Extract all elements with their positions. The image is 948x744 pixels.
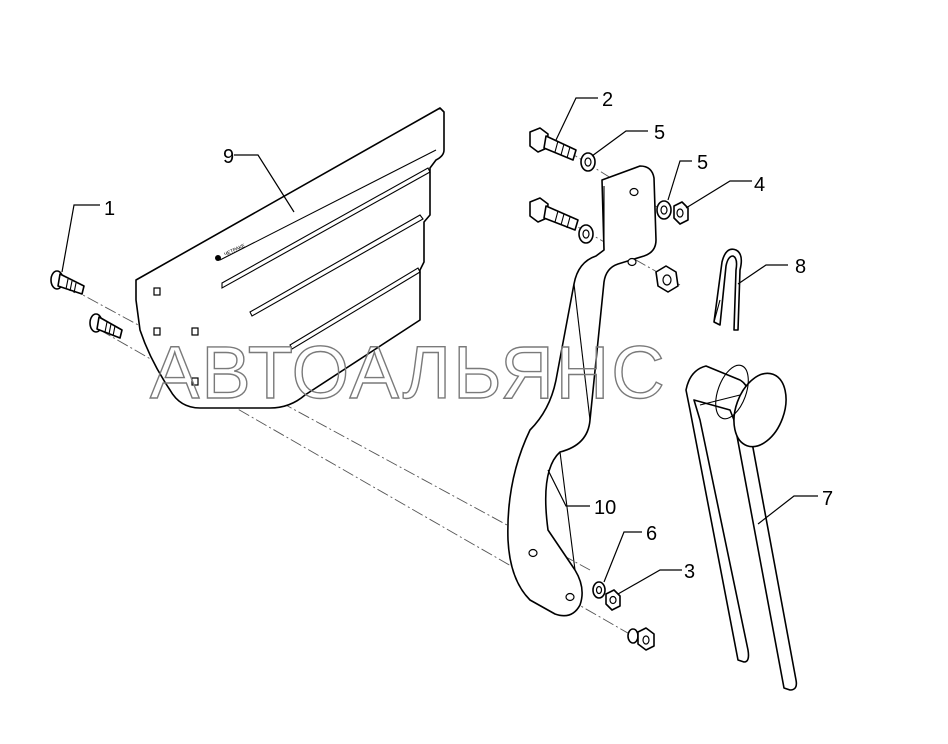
washer-upper — [580, 152, 596, 172]
callout-3: 3 — [684, 561, 695, 583]
nut-middle-right — [655, 265, 679, 293]
washer-lower — [578, 224, 594, 244]
callout-2: 2 — [602, 89, 613, 111]
callout-leaders — [61, 97, 818, 595]
plate-bolt-upper — [50, 270, 85, 295]
spring-clip — [713, 248, 743, 331]
callout-4: 4 — [754, 174, 765, 196]
callout-6: 6 — [646, 523, 657, 545]
callout-8: 8 — [795, 256, 806, 278]
callout-labels: 1 2 3 4 5 5 6 7 8 9 10 — [104, 89, 833, 583]
callout-9: 9 — [223, 146, 234, 168]
hanger-rod — [685, 364, 798, 691]
callout-1: 1 — [104, 198, 115, 220]
bracket-bolt-lower — [529, 197, 579, 231]
callout-5b: 5 — [697, 152, 708, 174]
bracket-bolt-upper — [529, 127, 577, 161]
callout-7: 7 — [822, 488, 833, 510]
watermark-text: АВТОАЛЬЯНС — [150, 331, 667, 414]
washer-right — [656, 200, 672, 220]
callout-10: 10 — [594, 497, 616, 519]
plate-bolt-lower — [89, 313, 123, 339]
nut-bottom-far — [627, 627, 655, 651]
nut-upper-right — [673, 201, 689, 225]
nut-bottom — [605, 589, 621, 611]
callout-5a: 5 — [654, 122, 665, 144]
mounting-bracket — [507, 165, 657, 617]
mudflap-plate: ЧЕТРАКЕ — [135, 107, 445, 409]
washer-bottom — [592, 581, 606, 599]
